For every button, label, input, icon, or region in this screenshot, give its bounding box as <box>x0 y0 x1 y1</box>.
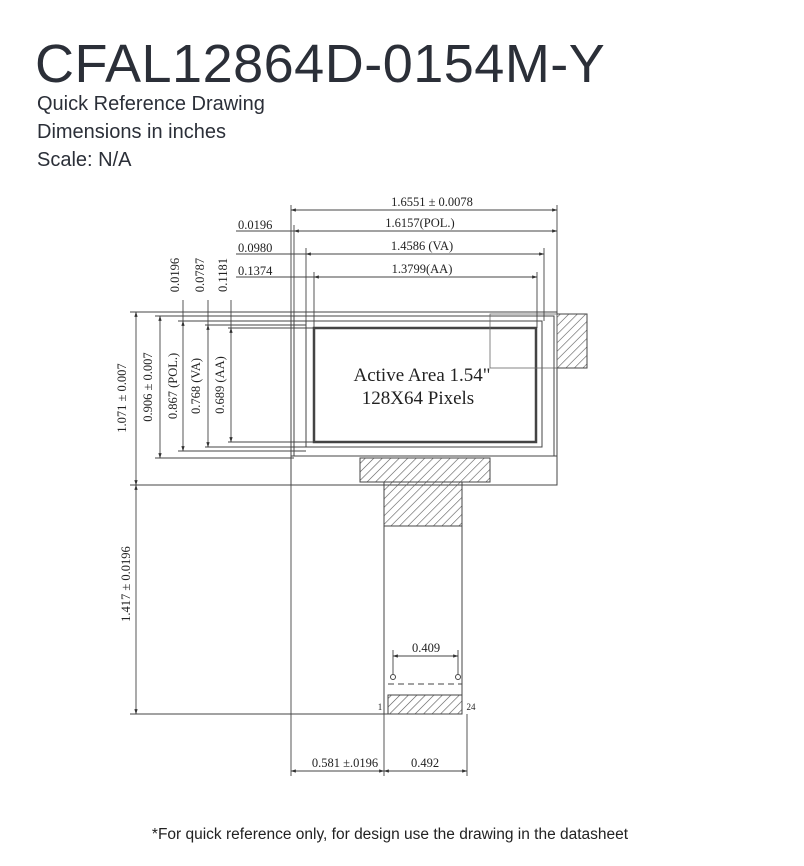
dim-top-offset-aa: 0.1181 <box>216 258 230 292</box>
dim-va-height: 0.867 (POL.) <box>166 353 180 419</box>
fpc-contacts <box>387 694 463 715</box>
fpc-stiffener <box>359 457 491 483</box>
dim-bottom-left: 0.581 ±.0196 <box>312 756 378 770</box>
viewing-area-outline <box>305 320 543 448</box>
dim-bottom-right: 0.492 <box>411 756 439 770</box>
active-area-outline <box>312 326 538 444</box>
dim-connector-span: 0.409 <box>412 641 440 655</box>
pin-last-label: 24 <box>467 702 477 712</box>
dim-top-offset-va: 0.0787 <box>193 258 207 292</box>
dim-offset-va: 0.0980 <box>238 241 272 255</box>
dim-overall-width: 1.6551 ± 0.0078 <box>391 195 473 209</box>
dim-offset-pol: 0.0196 <box>238 218 272 232</box>
side-tab <box>556 313 588 369</box>
active-area-label: Active Area 1.54" <box>353 365 490 386</box>
dim-overall-height: 1.071 ± 0.007 <box>115 363 129 432</box>
dim-tail-length: 1.417 ± 0.0196 <box>119 546 133 622</box>
footnote: *For quick reference only, for design us… <box>151 826 629 843</box>
dim-va-width: 1.4586 (VA) <box>391 239 453 253</box>
subtitle-scale: Scale: N/A <box>37 149 132 171</box>
subtitle-drawing-type: Quick Reference Drawing <box>37 93 265 115</box>
dim-aa-height: 0.689 (AA) <box>213 356 227 414</box>
pin-first-label: 1 <box>378 702 383 712</box>
dim-offset-aa: 0.1374 <box>238 264 273 278</box>
subtitle-units: Dimensions in inches <box>37 121 226 143</box>
dim-pol-height: 0.906 ± 0.007 <box>141 352 155 421</box>
polarizer-outline <box>293 315 555 457</box>
dim-va2-height: 0.768 (VA) <box>189 358 203 414</box>
page-title: CFAL12864D-0154M-Y <box>35 34 606 94</box>
dim-top-offset-pol: 0.0196 <box>168 258 182 292</box>
dim-aa-width: 1.3799(AA) <box>392 262 453 276</box>
dim-pol-width: 1.6157(POL.) <box>385 216 454 230</box>
pixel-resolution-label: 128X64 Pixels <box>362 388 474 409</box>
fpc-neck <box>383 481 463 527</box>
